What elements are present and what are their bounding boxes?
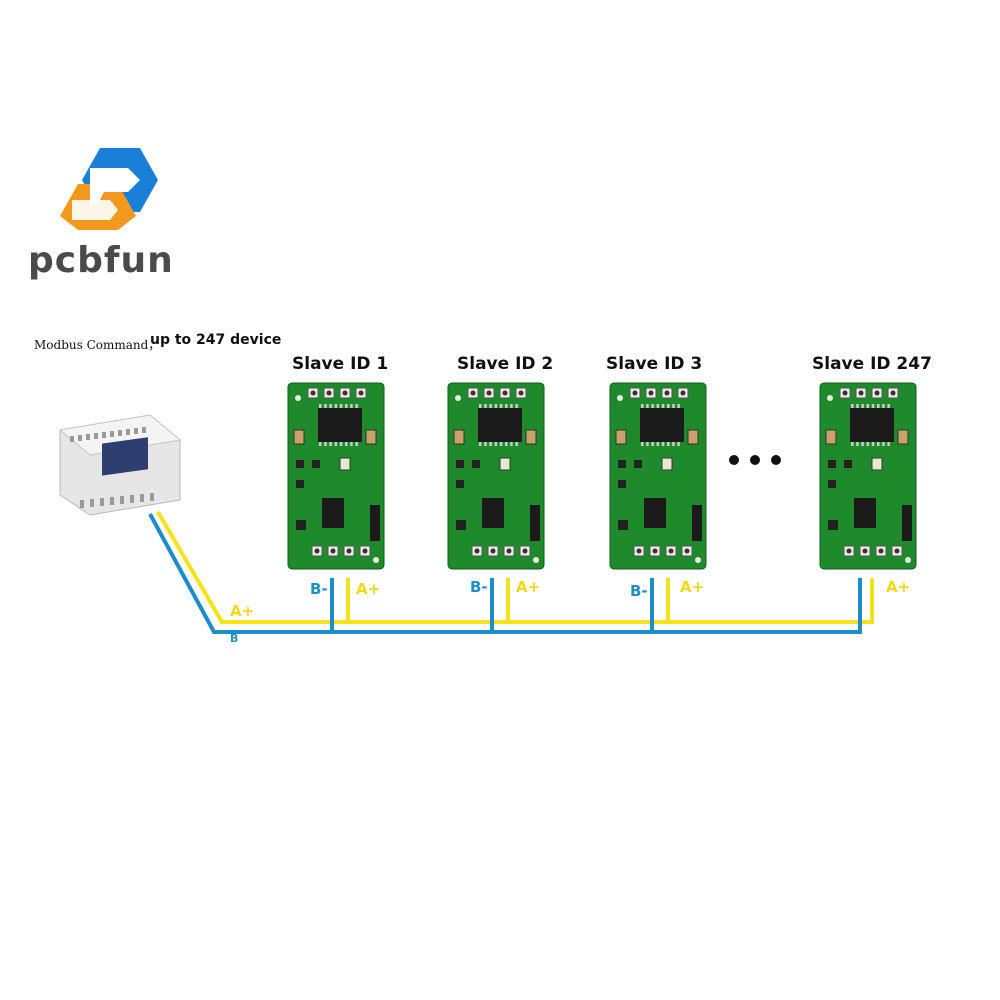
slave1-a-label: A+ [356,580,381,598]
rs485-module-4 [819,382,917,570]
device-capacity-label: up to 247 device [150,332,282,348]
more-devices-ellipsis [729,455,781,465]
slave-title-2: Slave ID 2 [457,354,554,374]
plc-master-controller [58,414,182,516]
rs485-module-2 [447,382,545,570]
slave247-a-label: A+ [886,578,911,596]
slave-title-247: Slave ID 247 [812,354,932,374]
master-a-label: A+ [230,602,255,620]
slave-title-3: Slave ID 3 [606,354,703,374]
modbus-command-label: Modbus Command， [34,338,161,352]
slave-title-1: Slave ID 1 [292,354,389,374]
bus-wire-a [156,510,874,624]
slave3-a-label: A+ [680,578,705,596]
slave3-b-label: B- [630,582,648,600]
bus-wire-b [148,513,862,634]
brand-name: pcbfun [28,240,174,281]
pcbfun-logo-icon [60,148,158,230]
rs485-module-1 [287,382,385,570]
slave2-b-label: B- [470,578,488,596]
master-b-label: B [230,632,239,645]
slave1-b-label: B- [310,580,328,598]
slave2-a-label: A+ [516,578,541,596]
rs485-module-3 [609,382,707,570]
